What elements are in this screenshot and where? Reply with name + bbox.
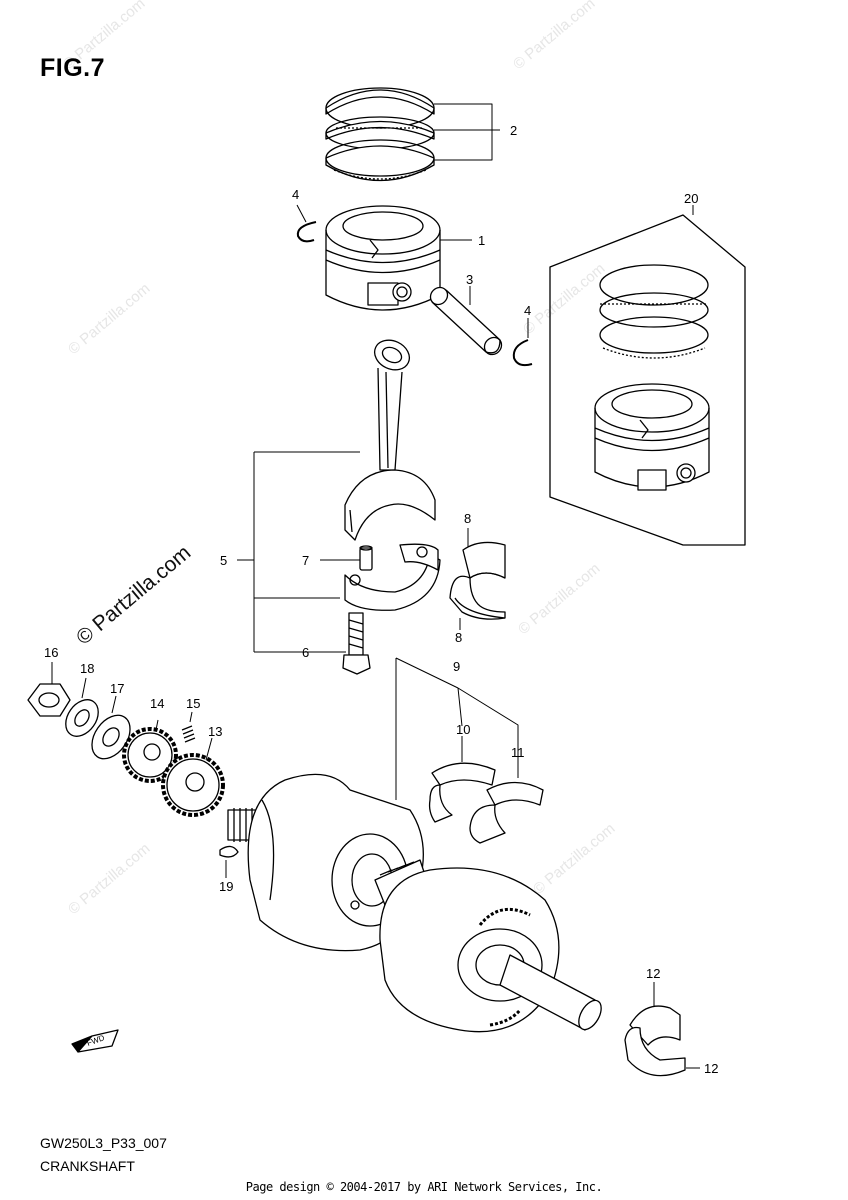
callout-16: 16 [44, 645, 58, 660]
dowel-pin [359, 545, 373, 571]
fwd-arrow-icon [71, 1029, 119, 1053]
callout-12: 12 [646, 966, 660, 981]
thrust-bearing [469, 781, 544, 844]
callout-13: 13 [208, 724, 222, 739]
rod-bearing [449, 541, 506, 620]
circlip [512, 339, 533, 367]
callout-8: 8 [455, 630, 462, 645]
callout-5: 5 [220, 553, 227, 568]
callout-11: 11 [511, 745, 525, 760]
woodruff-key [219, 845, 239, 858]
piston [325, 205, 441, 311]
washer [65, 699, 99, 737]
main-bearing [624, 1005, 686, 1077]
callout-17: 17 [110, 681, 124, 696]
washer [91, 714, 131, 760]
piston-rings [325, 87, 435, 182]
crankshaft [227, 773, 602, 1033]
callout-20: 20 [684, 191, 698, 206]
thrust-bearing [428, 762, 496, 823]
callout-9: 9 [453, 659, 460, 674]
callout-4: 4 [524, 303, 531, 318]
circlip [296, 221, 317, 243]
callout-6: 6 [302, 645, 309, 660]
callout-numbers: 1 2 3 4 4 5 6 7 8 8 9 10 11 12 12 13 14 … [44, 123, 718, 1076]
callout-7: 7 [302, 553, 309, 568]
callout-19: 19 [219, 879, 233, 894]
spring [181, 725, 196, 743]
leader-lines [51, 103, 700, 1069]
callout-4: 4 [292, 187, 299, 202]
callout-15: 15 [186, 696, 200, 711]
diagram-name: CRANKSHAFT [40, 1158, 135, 1174]
callout-18: 18 [80, 661, 94, 676]
piston-set-box [549, 214, 746, 546]
gear [161, 753, 225, 817]
callout-2: 2 [510, 123, 517, 138]
callout-12: 12 [704, 1061, 718, 1076]
callout-1: 1 [478, 233, 485, 248]
rod-cap [344, 543, 441, 611]
connecting-rod [344, 339, 436, 541]
callout-8: 8 [464, 511, 471, 526]
gear [122, 727, 178, 783]
callout-14: 14 [150, 696, 164, 711]
callout-10: 10 [456, 722, 470, 737]
figure-title: FIG.7 [40, 54, 106, 82]
callout-3: 3 [466, 272, 473, 287]
rod-bolt [342, 612, 371, 675]
model-code: GW250L3_P33_007 [40, 1135, 167, 1151]
piston-pin [429, 286, 503, 356]
nut [27, 683, 71, 717]
page-footer: Page design © 2004-2017 by ARI Network S… [245, 1180, 603, 1194]
